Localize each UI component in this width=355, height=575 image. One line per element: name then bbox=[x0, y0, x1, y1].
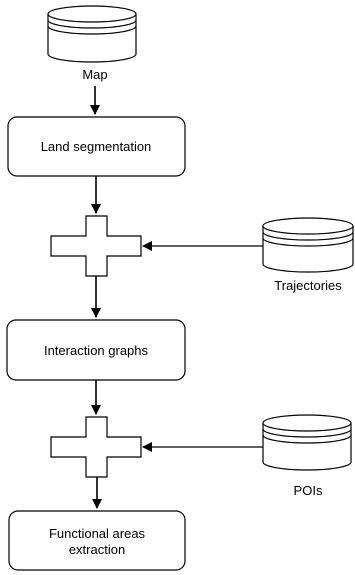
merge-cross-icon bbox=[50, 215, 142, 277]
trajectories-label: Trajectories bbox=[274, 278, 342, 293]
functional-areas-label-line1: Functional areas bbox=[49, 526, 146, 541]
pois-database-icon bbox=[262, 414, 352, 471]
functional-areas-label-line2: extraction bbox=[69, 542, 125, 557]
functional-areas-extraction-box bbox=[8, 510, 186, 571]
merge-cross-icon bbox=[50, 416, 142, 478]
trajectories-database-icon bbox=[262, 217, 354, 273]
map-database-icon bbox=[47, 5, 137, 63]
pois-label: POIs bbox=[294, 483, 323, 498]
land-segmentation-label: Land segmentation bbox=[41, 139, 152, 154]
interaction-graphs-label: Interaction graphs bbox=[44, 343, 149, 358]
map-label: Map bbox=[82, 67, 107, 82]
